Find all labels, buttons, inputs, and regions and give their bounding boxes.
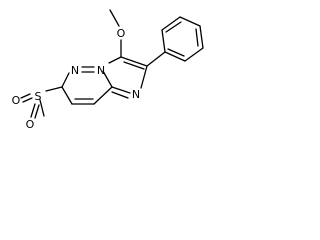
bond-n4-c3 [108, 56, 122, 64]
atom-labels: O N N N S O O [12, 27, 140, 131]
molecule-structure: O N N N S O O [12, 9, 204, 131]
bond-n5-c6 [61, 72, 70, 88]
bond-ph-4-inner [195, 28, 199, 47]
bond-ph-3 [179, 16, 201, 27]
bond-c8-c8a [93, 86, 113, 105]
bonds [20, 9, 204, 119]
atom-sulfur: S [35, 90, 42, 103]
atom-oxygen-sulfonyl-bottom: O [26, 118, 35, 131]
bond-ph-1 [161, 29, 166, 53]
atom-nitrogen-imidazole: N [132, 88, 140, 101]
bond-ph-6-inner [167, 48, 185, 57]
bond-s-o-bottom-a [30, 103, 36, 118]
bond-s-o-top-a [20, 93, 31, 99]
bond-c3-c2-inner [123, 61, 145, 70]
bond-c2-phenyl [146, 51, 166, 67]
atom-oxygen-sulfonyl-top: O [12, 94, 21, 107]
bond-ph-2-inner [165, 21, 182, 33]
bond-ph-6 [164, 51, 186, 62]
bond-c2-n1 [140, 65, 148, 89]
atom-nitrogen-bridgehead: N [97, 64, 105, 77]
bond-ph-4 [199, 25, 204, 49]
bond-ph-5 [184, 47, 204, 62]
bond-ph-2 [161, 16, 181, 31]
atom-oxygen-methoxy: O [117, 27, 126, 40]
bond-c3-c2 [120, 56, 148, 67]
bond-methyl-o [109, 9, 120, 27]
bond-s-o-top-b [22, 97, 33, 103]
atom-nitrogen-pyridazine: N [71, 64, 79, 77]
bond-s-methyl [39, 99, 45, 117]
bond-n1-c8a [111, 86, 131, 94]
bond-s-o-bottom-b [34, 104, 40, 119]
bond-c8a-n4 [102, 70, 113, 88]
bond-c6-c7 [61, 86, 73, 105]
bond-c6-s [45, 86, 63, 92]
bond-n1-c8a-inner [111, 91, 129, 99]
